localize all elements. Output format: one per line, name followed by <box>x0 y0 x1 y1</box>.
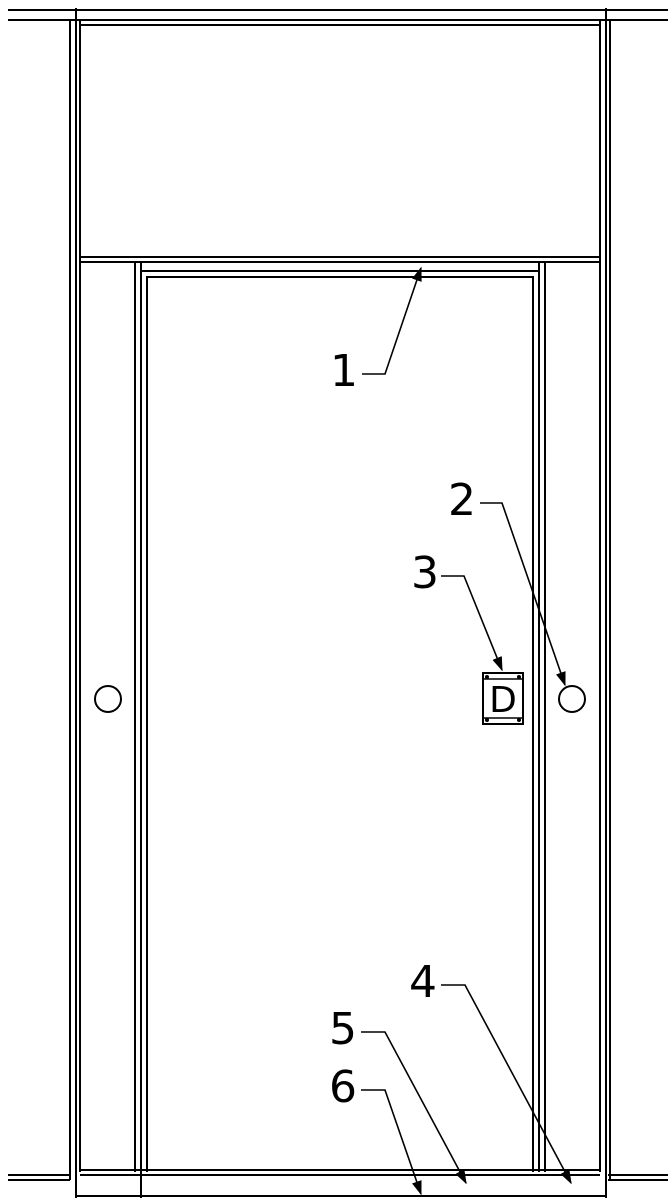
callout-6: 6 <box>329 1062 357 1113</box>
transom-panel <box>80 256 600 263</box>
outer-frame <box>69 8 611 1198</box>
callout-2: 2 <box>448 475 476 526</box>
callout-3: 3 <box>411 548 439 599</box>
callout-5: 5 <box>329 1004 357 1055</box>
door-frame <box>134 262 546 1198</box>
plate-letter: D <box>489 680 517 721</box>
leader-3 <box>441 575 503 672</box>
leader-2 <box>480 502 566 687</box>
callout-leaders <box>361 266 572 1196</box>
wall-lines <box>8 9 668 1181</box>
threshold <box>76 1169 606 1197</box>
d-plate: D <box>482 672 524 725</box>
leader-5 <box>361 1031 467 1185</box>
leader-1 <box>362 266 422 375</box>
right-jamb-circle <box>558 685 586 713</box>
callout-1: 1 <box>330 346 358 397</box>
leader-6 <box>361 1089 422 1196</box>
leader-4 <box>441 984 572 1185</box>
left-jamb-circle <box>94 685 122 713</box>
callout-4: 4 <box>409 957 437 1008</box>
